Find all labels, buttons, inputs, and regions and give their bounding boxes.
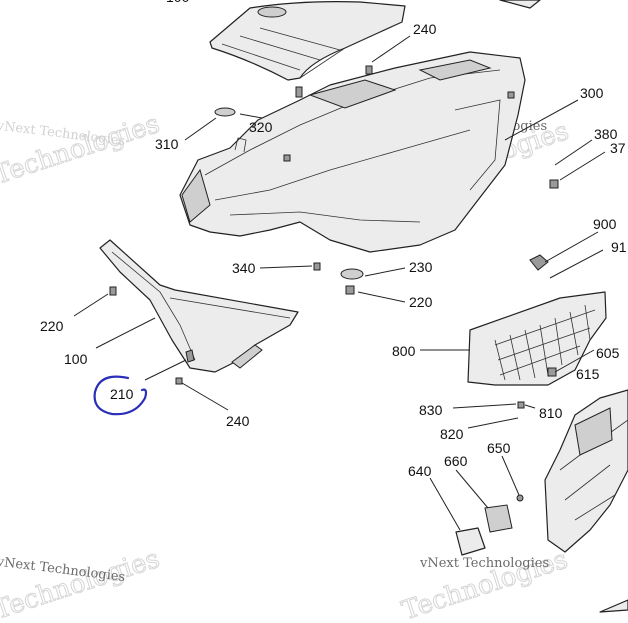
callout-100-top: 100	[166, 0, 190, 5]
watermark-small: vNext Technologies	[419, 556, 549, 571]
callout-220-left: 220	[40, 318, 64, 334]
callout-650: 650	[487, 440, 511, 456]
callout-660: 660	[444, 453, 468, 469]
front-fender-part	[544, 389, 628, 553]
callout-340: 340	[232, 260, 256, 276]
callout-615: 615	[576, 366, 600, 382]
callout-800: 800	[392, 343, 416, 359]
callout-240-top: 240	[413, 21, 437, 37]
highlight-circle	[93, 375, 148, 416]
callout-310: 310	[155, 136, 179, 152]
watermark-big: Technologies	[0, 544, 163, 623]
main-body-part	[179, 51, 526, 253]
callout-300: 300	[580, 85, 604, 101]
callout-810: 810	[539, 405, 563, 421]
callout-100: 100	[64, 351, 88, 367]
callout-640: 640	[408, 463, 432, 479]
callout-605: 605	[596, 345, 620, 361]
callout-830: 830	[419, 402, 443, 418]
top-cover-part	[209, 1, 406, 81]
leader-lines	[73, 35, 606, 531]
callout-380: 380	[594, 126, 618, 142]
callout-320: 320	[249, 119, 273, 135]
callout-91x: 91	[611, 239, 627, 255]
callout-240-bottom: 240	[226, 413, 250, 429]
air-box-part	[467, 291, 607, 386]
small-parts	[109, 0, 628, 613]
callout-220-right: 220	[409, 294, 433, 310]
callout-37x: 37	[610, 140, 626, 156]
callout-820: 820	[440, 426, 464, 442]
callout-210: 210	[110, 386, 134, 402]
callout-900: 900	[593, 216, 617, 232]
side-panel-part	[99, 239, 299, 373]
callout-labels: 240 300 380 37 310 320 900 91 340 230 22…	[40, 0, 627, 479]
callout-230: 230	[409, 259, 433, 275]
